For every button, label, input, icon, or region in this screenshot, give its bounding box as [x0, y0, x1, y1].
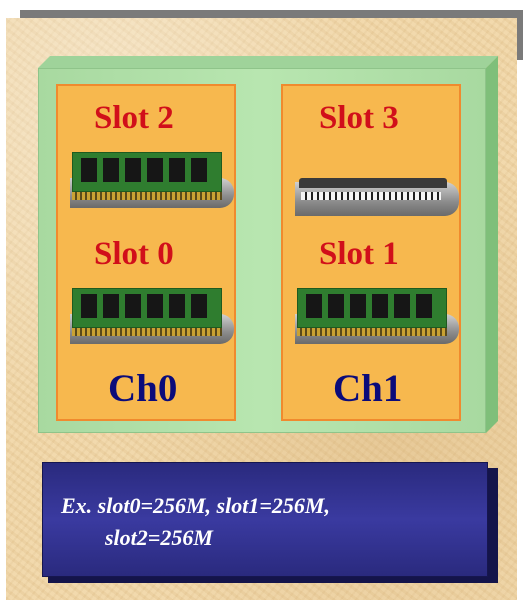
ram-stick-icon	[72, 288, 222, 328]
dimm-pins	[297, 328, 447, 336]
slot-1-label: Slot 1	[319, 236, 399, 272]
socket-opening	[299, 178, 447, 188]
socket-pins	[301, 192, 441, 200]
slot-3-label: Slot 3	[319, 100, 399, 136]
board-top-edge	[38, 56, 498, 68]
slot-0-label: Slot 0	[94, 236, 174, 272]
slot-0-dimm-module	[70, 288, 234, 350]
channel-1-panel: Slot 3 Slot 1 Ch1	[281, 84, 461, 421]
channel-0-panel: Slot 2 Slot 0	[56, 84, 236, 421]
example-note-line-1: Ex. slot0=256M, slot1=256M,	[61, 493, 330, 518]
slot-1-dimm-module	[295, 288, 459, 350]
note-box-side	[488, 468, 498, 583]
note-box-face: Ex. slot0=256M, slot1=256M, slot2=256M	[42, 462, 488, 577]
example-note-line-2: slot2=256M	[105, 525, 213, 550]
slot-2-label: Slot 2	[94, 100, 174, 136]
dimm-pins	[72, 192, 222, 200]
channel-0-label: Ch0	[108, 367, 178, 410]
board-side-edge	[486, 56, 498, 433]
ram-stick-icon	[297, 288, 447, 328]
slot-3-empty-socket	[295, 176, 459, 238]
right-border-bar	[517, 10, 523, 60]
top-border-bar	[20, 10, 518, 18]
dimm-pins	[72, 328, 222, 336]
example-note-box: Ex. slot0=256M, slot1=256M, slot2=256M	[42, 462, 498, 583]
note-box-bottom	[48, 577, 498, 583]
ram-stick-icon	[72, 152, 222, 192]
channel-1-label: Ch1	[333, 367, 403, 410]
slot-2-dimm-module	[70, 152, 234, 214]
memory-board: Slot 2 Slot 0	[38, 56, 498, 433]
